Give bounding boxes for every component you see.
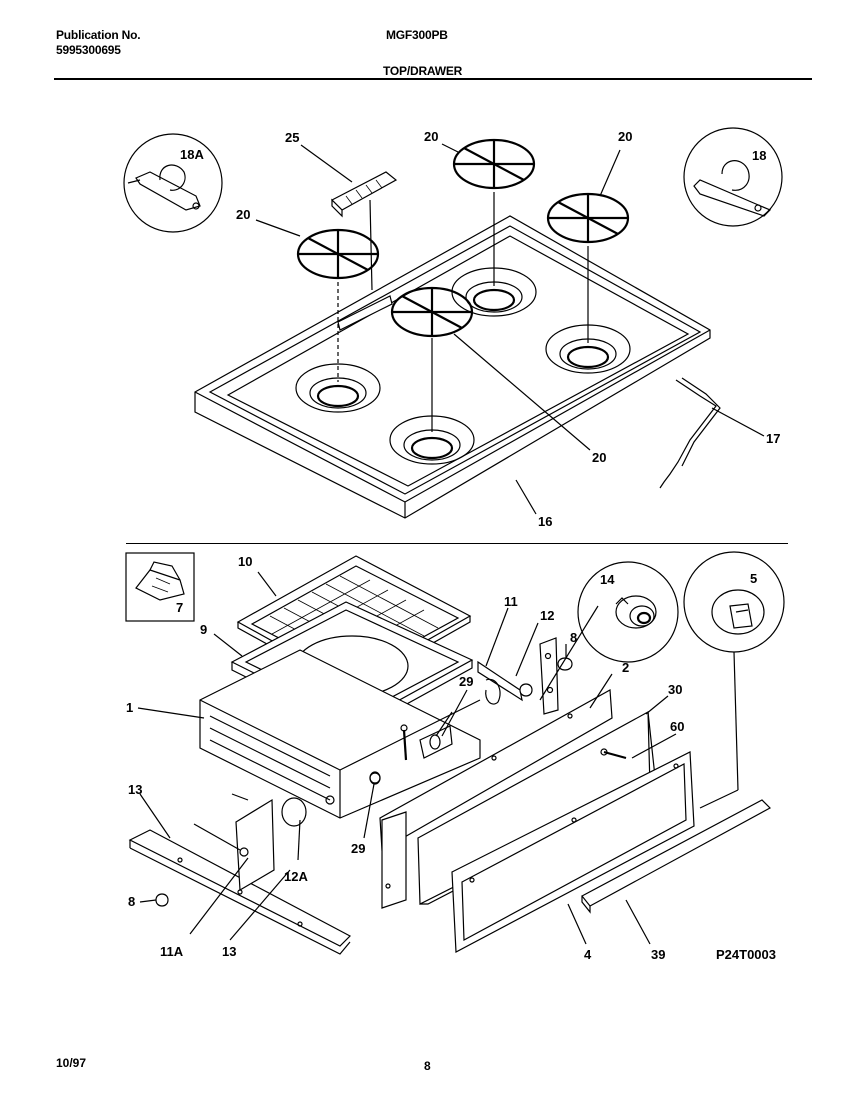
section-divider — [126, 543, 788, 544]
detail-circle-18 — [683, 127, 783, 227]
callout-10: 10 — [238, 554, 252, 569]
callout-60: 60 — [670, 719, 684, 734]
part-1-drawer-frame — [199, 649, 481, 819]
detail-circle-18a — [123, 133, 223, 233]
grate-20-top — [452, 138, 536, 190]
part-11-12-brackets — [477, 637, 573, 715]
callout-18: 18 — [752, 148, 766, 163]
callout-25: 25 — [285, 130, 299, 145]
footer-date: 10/97 — [56, 1056, 87, 1070]
part-39-drawer-handle — [581, 799, 771, 914]
callout-30: 30 — [668, 682, 682, 697]
callout-29-upper: 29 — [459, 674, 473, 689]
part-25 — [330, 171, 398, 291]
alignment-lines-top — [337, 192, 589, 432]
callout-39: 39 — [651, 947, 665, 962]
callout-2: 2 — [622, 660, 629, 675]
callout-11a: 11A — [160, 944, 184, 959]
header-rule — [54, 78, 812, 80]
burner-bowl-left-front — [295, 363, 381, 413]
callout-12a: 12A — [284, 869, 308, 884]
grate-20-center — [390, 286, 474, 338]
grate-20-left — [296, 228, 380, 280]
callout-4: 4 — [584, 947, 592, 962]
callout-20-right: 20 — [618, 129, 632, 144]
footer-page-number: 8 — [424, 1059, 431, 1073]
callout-17: 17 — [766, 431, 780, 446]
detail-circle-5 — [683, 551, 785, 653]
part-2-drawer-back — [379, 689, 613, 909]
callout-7: 7 — [176, 600, 183, 615]
callout-13-upper: 13 — [128, 782, 142, 797]
callout-8-lower: 8 — [128, 894, 135, 909]
cooktop-16 — [194, 215, 711, 519]
grate-20-right — [546, 192, 630, 244]
part-17-wire — [659, 377, 721, 489]
model-number: MGF300PB — [386, 28, 448, 42]
callout-13-lower: 13 — [222, 944, 236, 959]
callout-1: 1 — [126, 700, 133, 715]
part-4-drawer-front — [451, 751, 695, 953]
callout-18a: 18A — [180, 147, 204, 162]
callout-11: 11 — [504, 594, 518, 609]
callout-14: 14 — [600, 572, 615, 587]
callout-29-lower: 29 — [351, 841, 365, 856]
callout-8-upper: 8 — [570, 630, 577, 645]
leader-lines-top — [255, 143, 765, 515]
callout-5: 5 — [750, 571, 757, 586]
figure-code: P24T0003 — [716, 947, 776, 962]
callout-16: 16 — [538, 514, 552, 529]
section-title: TOP/DRAWER — [383, 64, 463, 78]
callout-20-top: 20 — [424, 129, 438, 144]
part-60-screw — [600, 748, 627, 760]
callout-9: 9 — [200, 622, 207, 637]
part-13-bracket — [193, 793, 307, 892]
detail-box-7 — [125, 552, 195, 622]
publication-number: 5995300695 — [56, 43, 121, 57]
callout-20-left: 20 — [236, 207, 250, 222]
callout-20-center: 20 — [592, 450, 606, 465]
part-8-nut-lower — [155, 893, 169, 907]
leader-lines-bottom — [137, 571, 739, 945]
part-29-screws — [369, 711, 453, 785]
drawer-screw — [400, 724, 408, 761]
callout-12: 12 — [540, 608, 554, 623]
detail-circle-14 — [577, 561, 679, 663]
publication-label: Publication No. — [56, 28, 141, 42]
